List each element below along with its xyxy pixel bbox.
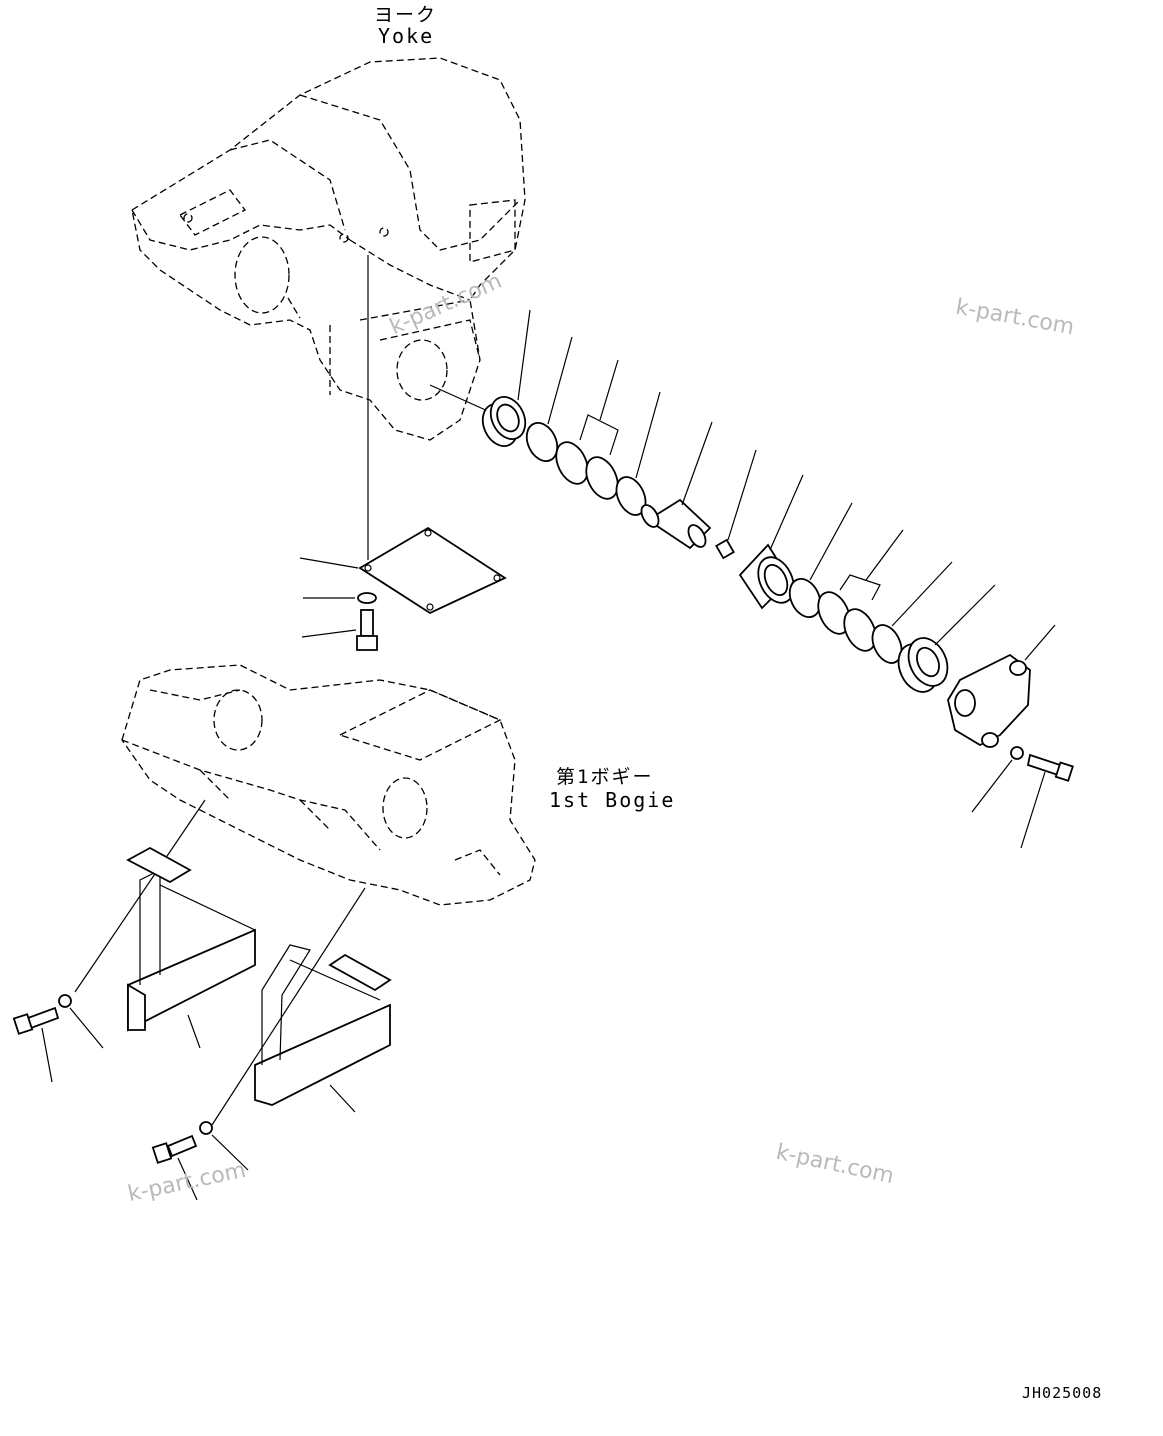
o-ring-2 bbox=[615, 476, 647, 516]
yoke-label-en: Yoke bbox=[378, 24, 435, 48]
bolt-right bbox=[151, 1134, 198, 1164]
o-ring-3 bbox=[788, 578, 822, 618]
retainer-cap bbox=[947, 653, 1031, 748]
o-ring bbox=[525, 422, 559, 462]
bushing bbox=[738, 543, 795, 610]
washer-cap bbox=[1010, 746, 1024, 760]
bolt-left bbox=[12, 1006, 60, 1035]
o-ring-4 bbox=[871, 624, 903, 664]
yoke-housing bbox=[131, 57, 526, 441]
guard-left bbox=[126, 846, 256, 1032]
drawing-code: JH025008 bbox=[1022, 1384, 1103, 1402]
washer-plate bbox=[357, 592, 377, 604]
bogie-label-jp: 第1ボギー bbox=[556, 766, 654, 788]
shim-pair bbox=[555, 414, 619, 500]
bogie-housing bbox=[121, 664, 536, 906]
bolt-cap bbox=[1026, 753, 1074, 782]
guard-right bbox=[254, 944, 392, 1106]
shim-pair-2 bbox=[817, 574, 881, 652]
plug bbox=[715, 538, 735, 560]
seal-ring bbox=[481, 396, 527, 447]
bogie-label-en: 1st Bogie bbox=[549, 788, 676, 812]
washer-left bbox=[58, 994, 72, 1008]
bolt-plate bbox=[356, 609, 378, 651]
seal-ring-2 bbox=[897, 637, 949, 693]
pivot-pin bbox=[640, 498, 712, 550]
washer-right bbox=[199, 1121, 213, 1135]
yoke-label-jp: ヨーク bbox=[374, 4, 438, 26]
cover-plate bbox=[358, 526, 507, 615]
pivot-pin-assembly bbox=[429, 309, 1074, 849]
